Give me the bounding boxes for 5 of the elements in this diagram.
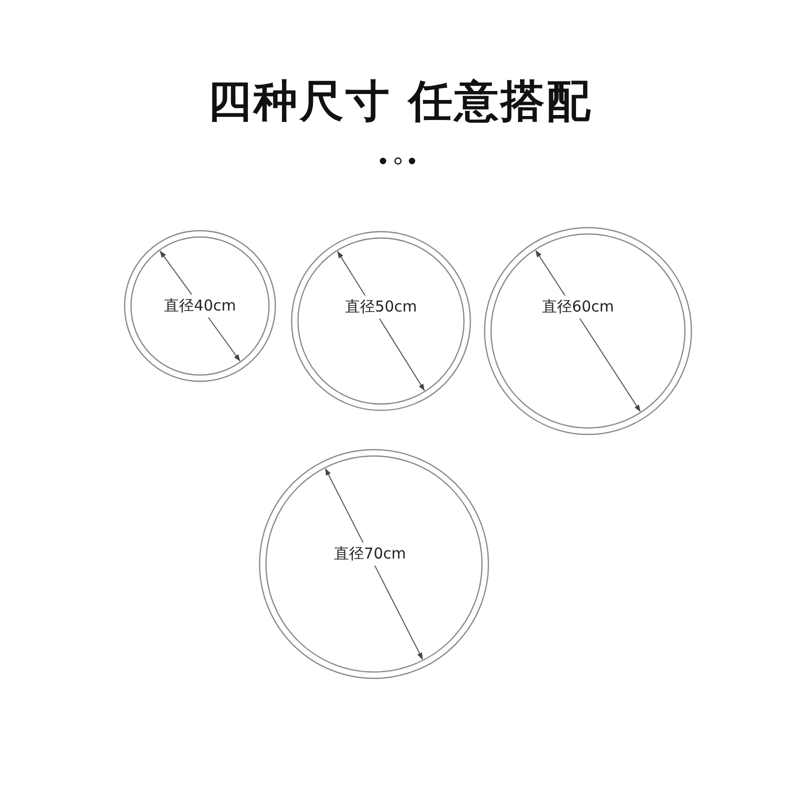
- diameter-label: 直径50cm: [344, 296, 418, 318]
- diameter-label: 直径60cm: [541, 296, 615, 318]
- diameter-label: 直径40cm: [163, 294, 237, 318]
- title: 四种尺寸 任意搭配: [206, 75, 594, 129]
- diameter-label: 直径70cm: [333, 542, 407, 566]
